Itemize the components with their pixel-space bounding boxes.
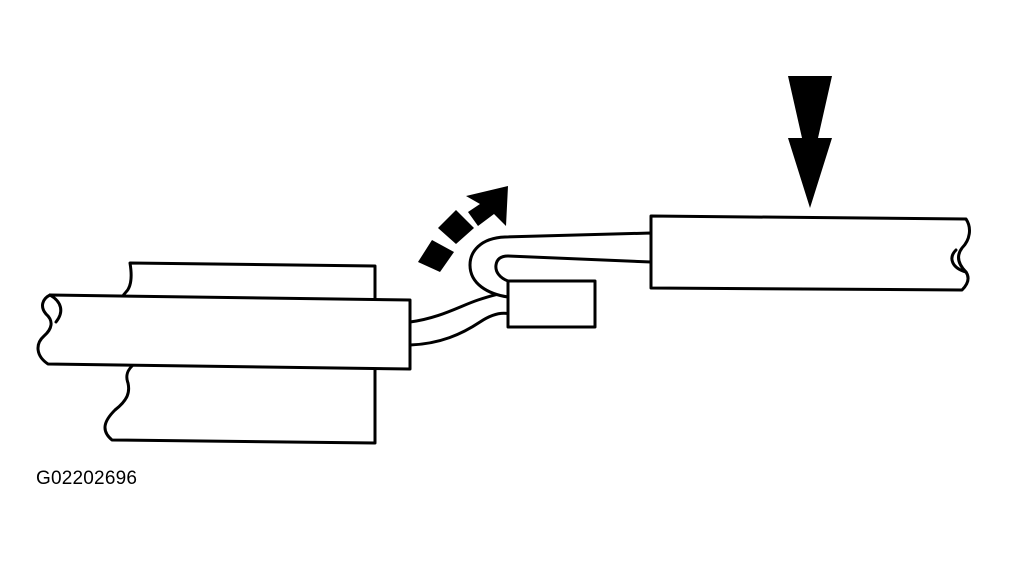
hose-inner [408, 311, 512, 347]
motion-arrow-dash-2 [438, 210, 474, 244]
left-tube-end-curve [48, 293, 63, 324]
motion-arrow-head-icon [466, 186, 508, 226]
figure-code: G02202696 [36, 468, 138, 489]
hook-rod [468, 231, 653, 299]
hose-outer [408, 290, 512, 324]
motion-arrow-dash-1 [418, 240, 454, 272]
right-tube-end-curve [950, 248, 968, 274]
right-tube [649, 214, 971, 292]
left-tube [36, 293, 412, 371]
connector-fitting [506, 279, 597, 329]
down-arrow-icon [788, 76, 832, 208]
